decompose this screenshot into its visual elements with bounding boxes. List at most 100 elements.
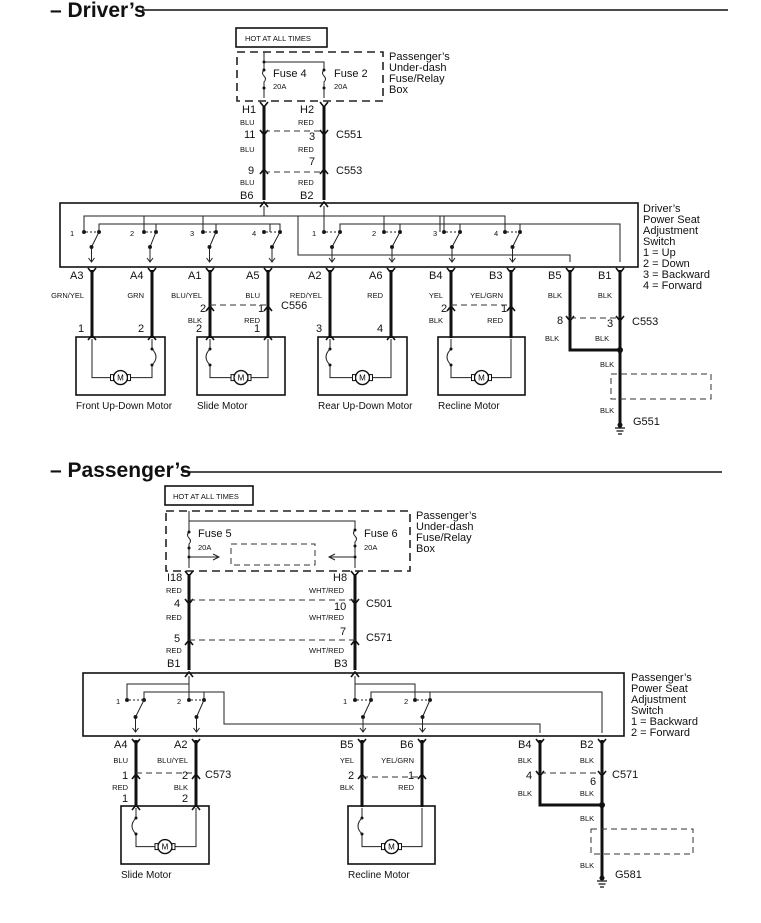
pin-a1: A1 <box>188 270 201 282</box>
wire-color: BLK <box>174 783 188 792</box>
pin-b4: B4 <box>518 739 531 751</box>
switch-label-line: Driver’s <box>643 203 681 215</box>
fuse-2-name: Fuse 2 <box>334 68 368 80</box>
connector-c553: C553 <box>632 316 658 328</box>
fuse-6-rating: 20A <box>364 543 377 552</box>
passengers-section: – Passenger’s HOT AT ALL TIMES Passenger… <box>50 459 722 888</box>
ground-g551: G551 <box>633 416 660 428</box>
pin-3: 3 <box>309 131 315 143</box>
wire-color: BLK <box>595 334 609 343</box>
switch-label-line: Switch <box>643 236 675 248</box>
wire-color: RED <box>487 316 503 325</box>
wire-color: BLK <box>518 789 532 798</box>
driver-power-seat-switch <box>59 202 639 268</box>
switch-pos: 1 <box>343 697 347 706</box>
switch-label-line: Adjustment <box>643 225 698 237</box>
ground-icon <box>615 422 625 435</box>
wire-color: RED <box>298 145 314 154</box>
switch-pos: 2 <box>372 229 376 238</box>
ground-dashed-box <box>610 373 712 400</box>
connector-c501: C501 <box>366 598 392 610</box>
fuse-6-icon <box>353 528 357 568</box>
fuse-4-icon <box>262 62 266 98</box>
fuse-relay-box <box>236 51 384 102</box>
ground-g581: G581 <box>615 869 642 881</box>
pin-a2: A2 <box>308 270 321 282</box>
wire-color: RED <box>398 783 414 792</box>
pin-a6: A6 <box>369 270 382 282</box>
pin-b6: B6 <box>240 190 253 202</box>
passengers-section-title: – Passenger’s <box>50 459 191 482</box>
connector-c556: C556 <box>281 300 307 312</box>
fuse-2-rating: 20A <box>334 82 347 91</box>
wire-color: BLK <box>518 756 532 765</box>
motor-label: Slide Motor <box>197 401 248 412</box>
pin-h2: H2 <box>300 104 314 116</box>
pin-mid: 2 <box>200 303 206 315</box>
motor-label: Rear Up-Down Motor <box>318 401 413 412</box>
motor-icon: M <box>471 369 492 386</box>
wire-color: YEL <box>340 756 354 765</box>
wire-color: WHT/RED <box>309 613 345 622</box>
pin-11: 11 <box>244 129 255 141</box>
wire-color: BLU/YEL <box>171 291 202 300</box>
wire-color: BLK <box>188 316 202 325</box>
switch-label-line: Adjustment <box>631 694 686 706</box>
wire-color: YEL/GRN <box>470 291 503 300</box>
wire-color: BLK <box>600 406 614 415</box>
wire-color: BLK <box>600 360 614 369</box>
wire-color: BLK <box>340 783 354 792</box>
wire-color: GRN/YEL <box>51 291 84 300</box>
fuse-5-icon <box>187 521 191 568</box>
fuse-4-rating: 20A <box>273 82 286 91</box>
pin-mid: 6 <box>590 776 596 788</box>
switch-label-line: 2 = Forward <box>631 727 690 739</box>
hot-label: HOT AT ALL TIMES <box>245 34 311 43</box>
pin-motor: 1 <box>122 793 128 805</box>
switch-pos: 1 <box>70 229 74 238</box>
switch-label-line: Switch <box>631 705 663 717</box>
motor-icon: M <box>154 838 176 855</box>
pin-b4: B4 <box>429 270 442 282</box>
motor-symbol: M <box>478 374 485 383</box>
switch-label-line: Power Seat <box>643 214 700 226</box>
wire-color: RED <box>298 118 314 127</box>
switch-label-line: 3 = Backward <box>643 269 710 281</box>
switch-pos: 4 <box>494 229 498 238</box>
pin-b5: B5 <box>548 270 561 282</box>
wire-color: BLK <box>548 291 562 300</box>
pin-motor: 3 <box>316 323 322 335</box>
hot-at-all-times-box <box>164 485 254 506</box>
pin-b1: B1 <box>598 270 611 282</box>
fuse-box-label-line2: Under-dash <box>416 521 473 533</box>
fuse-5-rating: 20A <box>198 543 211 552</box>
pin-b6: B6 <box>400 739 413 751</box>
wire-color: BLK <box>580 861 594 870</box>
ground-dashed-box <box>590 828 694 855</box>
motor-symbol: M <box>117 374 124 383</box>
wire-color: BLU <box>245 291 260 300</box>
fuse-2-icon <box>322 68 326 98</box>
switch-label-line: 1 = Up <box>643 247 676 259</box>
switch-label-line: 4 = Forward <box>643 280 702 292</box>
switch-pos: 2 <box>130 229 134 238</box>
pin-mid: 1 <box>501 303 507 315</box>
pin-9: 9 <box>248 165 254 177</box>
pin-mid: 2 <box>348 770 354 782</box>
switch-pos: 2 <box>404 697 408 706</box>
motor-icon: M <box>352 369 373 386</box>
switch-label: Driver’s Power Seat Adjustment Switch 1 … <box>643 203 710 292</box>
fuse-box-label-line4: Box <box>416 543 435 555</box>
connector-c553: C553 <box>336 165 362 177</box>
motor-icon: M <box>110 369 131 386</box>
pin-mid: 2 <box>441 303 447 315</box>
motor-label: Recline Motor <box>438 401 500 412</box>
